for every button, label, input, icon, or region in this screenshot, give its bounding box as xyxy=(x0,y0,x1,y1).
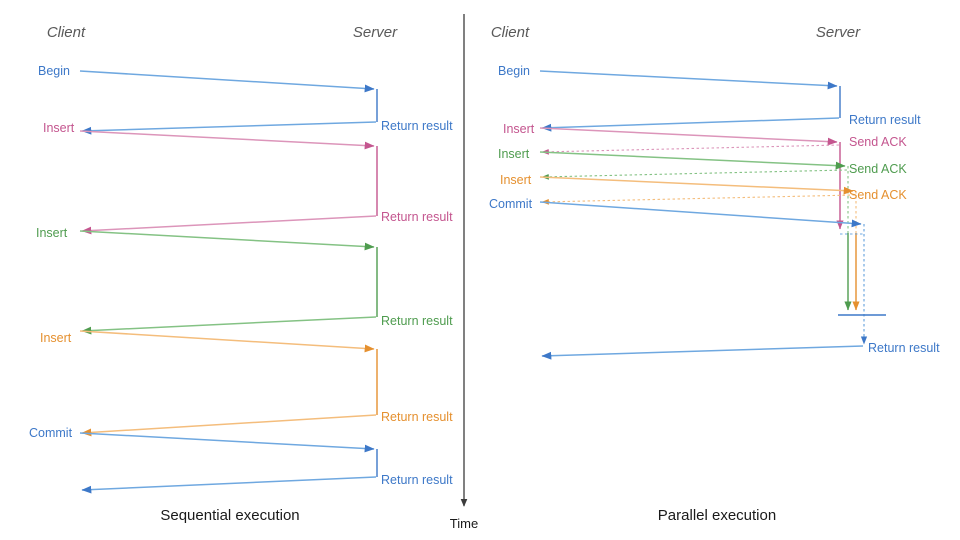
message-label-insert-3: Insert xyxy=(40,331,72,345)
message-label-begin: Begin xyxy=(38,64,70,78)
message-arrow-insert-2[interactable] xyxy=(79,230,375,251)
message-arrow-commit[interactable] xyxy=(539,201,862,228)
message-label-ack-1: Send ACK xyxy=(849,135,907,149)
message-arrow-insert-3[interactable] xyxy=(79,330,375,353)
message-arrow-commit[interactable] xyxy=(79,432,375,453)
message-arrow-ack-3[interactable] xyxy=(541,194,856,205)
message-arrow-begin[interactable] xyxy=(539,70,838,90)
message-arrow-return-5[interactable] xyxy=(81,476,377,494)
message-arrow-return-1[interactable] xyxy=(541,117,840,132)
time-axis: Time xyxy=(450,14,478,531)
actor-label-client-parallel: Client xyxy=(491,24,530,41)
message-label-return-3: Return result xyxy=(381,314,453,328)
message-label-insert-2: Insert xyxy=(498,147,530,161)
message-label-insert-1: Insert xyxy=(503,122,535,136)
server-activation-bars-parallel xyxy=(836,86,868,345)
message-arrow-return-4[interactable] xyxy=(81,414,377,437)
message-label-return-2: Return result xyxy=(381,210,453,224)
message-label-return-1: Return result xyxy=(849,113,921,127)
message-label-ack-3: Send ACK xyxy=(849,188,907,202)
panel-sequential: Client Server xyxy=(29,24,453,524)
message-label-return-4: Return result xyxy=(381,410,453,424)
message-arrow-insert-1[interactable] xyxy=(79,130,375,150)
message-label-commit: Commit xyxy=(489,197,533,211)
messages-sequential xyxy=(79,70,377,494)
message-label-commit: Commit xyxy=(29,426,73,440)
message-label-insert-3: Insert xyxy=(500,173,532,187)
message-arrow-return-3[interactable] xyxy=(81,316,377,335)
message-arrow-ack-2[interactable] xyxy=(541,169,848,180)
panel-parallel: Client Server xyxy=(489,24,940,524)
message-label-return-5: Return result xyxy=(381,473,453,487)
panel-caption-parallel: Parallel execution xyxy=(658,507,776,524)
message-arrow-insert-1[interactable] xyxy=(539,127,838,146)
message-label-insert-2: Insert xyxy=(36,226,68,240)
message-label-return-final: Return result xyxy=(868,341,940,355)
time-axis-label: Time xyxy=(450,516,478,531)
message-arrow-begin[interactable] xyxy=(79,70,375,93)
message-arrow-return-1[interactable] xyxy=(81,121,377,135)
message-arrow-ack-1[interactable] xyxy=(541,144,840,155)
message-label-ack-2: Send ACK xyxy=(849,162,907,176)
message-arrow-return-final[interactable] xyxy=(541,345,864,360)
actor-label-server-parallel: Server xyxy=(816,24,861,41)
panel-caption-sequential: Sequential execution xyxy=(160,507,299,524)
message-arrow-insert-3[interactable] xyxy=(539,176,854,195)
message-arrow-insert-2[interactable] xyxy=(539,151,846,170)
message-arrow-return-2[interactable] xyxy=(81,215,377,235)
actor-label-client-sequential: Client xyxy=(47,24,86,41)
message-label-insert-1: Insert xyxy=(43,121,75,135)
messages-parallel xyxy=(539,70,864,360)
message-label-begin: Begin xyxy=(498,64,530,78)
message-label-return-1: Return result xyxy=(381,119,453,133)
actor-label-server-sequential: Server xyxy=(353,24,398,41)
